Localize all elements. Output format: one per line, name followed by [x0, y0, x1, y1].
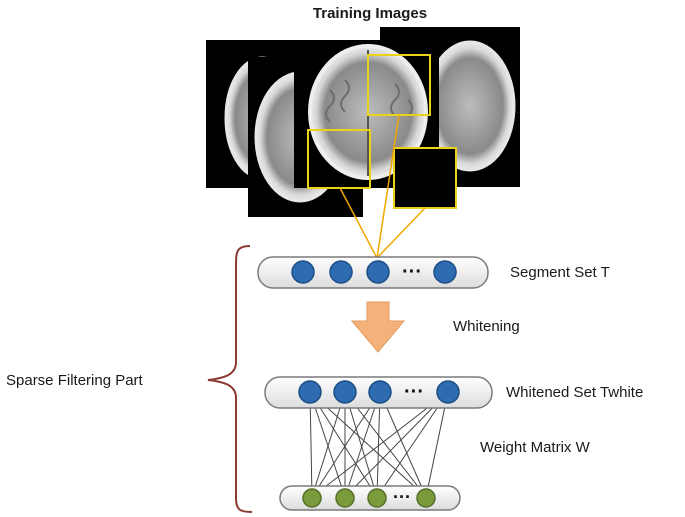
sparse-part-brace: [207, 245, 253, 513]
whitened-set-layer: ···: [264, 376, 493, 409]
output-ellipsis: ···: [393, 487, 411, 507]
segment-node-2: [329, 260, 353, 284]
output-node-4: [416, 488, 436, 508]
patch-box-2: [307, 129, 371, 189]
mri-image-5: [394, 148, 456, 208]
segment-node-3: [366, 260, 390, 284]
whitened-ellipsis: ···: [404, 381, 424, 403]
patch-connectors: [339, 114, 426, 259]
whitened-node-3: [368, 380, 392, 404]
output-layer: ···: [279, 485, 461, 511]
whitened-set-label: Whitened Set Twhite: [506, 384, 643, 401]
whitening-label: Whitening: [453, 318, 520, 335]
output-node-1: [302, 488, 322, 508]
weight-matrix-label: Weight Matrix W: [480, 439, 591, 456]
segment-set-layer: ···: [257, 256, 489, 289]
segment-set-label: Segment Set T: [510, 264, 610, 281]
segment-node-1: [291, 260, 315, 284]
weight-matrix-connections: [309, 391, 449, 498]
segment-ellipsis: ···: [402, 261, 422, 283]
output-node-3: [367, 488, 387, 508]
output-node-2: [335, 488, 355, 508]
whitened-node-4: [436, 380, 460, 404]
sparse-part-label: Sparse Filtering Part: [6, 372, 144, 389]
whitened-node-2: [333, 380, 357, 404]
whitening-arrow: [350, 301, 406, 353]
segment-node-4: [433, 260, 457, 284]
training-images-stack: [206, 27, 520, 217]
whitened-node-1: [298, 380, 322, 404]
training-images-title: Training Images: [313, 5, 427, 22]
